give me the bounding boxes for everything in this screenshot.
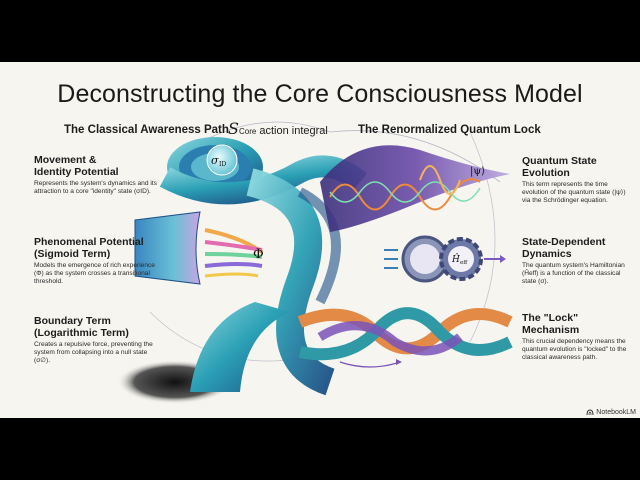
hamiltonian-gears: Ĥ eff: [384, 235, 506, 283]
block-title-1: Phenomenal Potential: [34, 236, 144, 248]
block-body: Models the emergence of rich experience …: [34, 262, 155, 286]
sigmoid-funnel: Φ: [134, 211, 264, 285]
block-title-1: Boundary Term: [34, 315, 111, 327]
svg-text:eff: eff: [460, 260, 468, 266]
movement-identity-block: Movement &Identity Potential Represents …: [34, 154, 159, 196]
svg-text:ID: ID: [219, 161, 226, 168]
block-title-2: Dynamics: [522, 248, 572, 260]
svg-text:Ĥ: Ĥ: [451, 253, 460, 265]
block-body: The quantum system's Hamiltonian (Ĥeff) …: [522, 262, 625, 286]
boundary-hole: [117, 302, 290, 404]
block-title-1: Quantum State: [522, 155, 597, 167]
phenomenal-potential-block: Phenomenal Potential(Sigmoid Term) Model…: [34, 236, 159, 287]
block-title-2: (Sigmoid Term): [34, 248, 111, 260]
action-symbol: S: [228, 119, 239, 138]
svg-text:Φ: Φ: [253, 247, 264, 262]
right-section-heading: The Renormalized Quantum Lock: [358, 124, 541, 136]
block-title-2: Evolution: [522, 167, 570, 179]
block-title-2: Mechanism: [522, 324, 580, 336]
action-label: action integral: [259, 125, 328, 137]
center-heading: SCore action integral: [228, 119, 328, 138]
svg-text:σ: σ: [211, 154, 219, 167]
block-title-1: State-Dependent: [522, 236, 606, 248]
notebooklm-logo-icon: [586, 409, 594, 416]
notebooklm-watermark: NotebookLM: [586, 409, 636, 416]
slide: σ ID Φ |ψ⟩: [0, 62, 640, 418]
lock-braid: [297, 307, 513, 368]
brand-label: NotebookLM: [596, 409, 636, 416]
slide-title: Deconstructing the Core Consciousness Mo…: [57, 80, 583, 108]
block-title-2: (Logarithmic Term): [34, 327, 129, 339]
boundary-term-block: Boundary Term(Logarithmic Term) Creates …: [34, 315, 159, 366]
block-title-1: Movement &: [34, 154, 97, 166]
svg-text:|ψ⟩: |ψ⟩: [470, 166, 485, 177]
left-section-heading: The Classical Awareness Path: [64, 124, 229, 136]
block-body: This crucial dependency means the quantu…: [522, 338, 627, 362]
block-body: This term represents the time evolution …: [522, 181, 626, 205]
block-title-2: Identity Potential: [34, 166, 119, 178]
central-illustration: σ ID Φ |ψ⟩: [117, 121, 513, 404]
block-body: Creates a repulsive force, preventing th…: [34, 341, 153, 365]
action-subscript: Core: [238, 127, 257, 136]
quantum-wave-band: |ψ⟩: [320, 145, 510, 232]
block-title-1: The "Lock": [522, 312, 579, 324]
lock-mechanism-block: The "Lock"Mechanism This crucial depende…: [522, 312, 634, 363]
block-body: Represents the system's dynamics and its…: [34, 180, 157, 196]
